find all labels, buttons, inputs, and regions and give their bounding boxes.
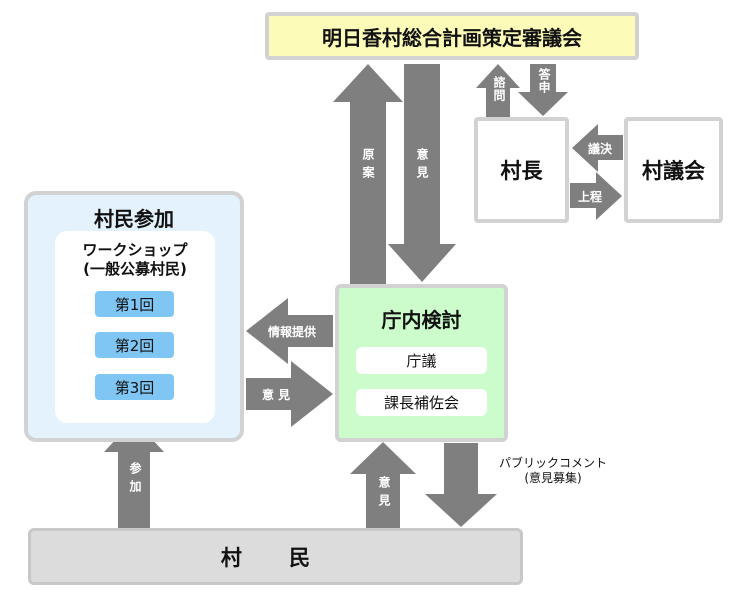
inquiry-arrow: [476, 64, 520, 117]
public-comment-label-line1: パブリックコメント: [498, 456, 607, 470]
planning-council-label: 明日香村総合計画策定審議会: [322, 25, 582, 50]
mayor-box: 村長: [474, 117, 569, 223]
village-assembly-label: 村議会: [642, 159, 705, 183]
internal-review-item-2: 課長補佐会: [356, 389, 487, 416]
workshop-session-2: 第2回: [95, 332, 174, 358]
mayor-label: 村長: [500, 159, 543, 183]
submission-arrow-label: 上程: [578, 190, 603, 204]
workshop-title-line2: (一般公募村民): [83, 260, 187, 278]
workshop-panel: ワークショップ (一般公募村民) 第1回 第2回 第3回: [55, 231, 215, 423]
public-comment-label: パブリックコメント (意見募集): [488, 456, 618, 486]
opinion-up-arrow-label: 意見: [377, 476, 391, 512]
opinion-down-arrow-label: 意見: [415, 148, 429, 184]
workshop-session-1: 第1回: [95, 291, 174, 317]
resolution-arrow-label: 議決: [588, 142, 613, 156]
villagers-box: 村 民: [28, 528, 523, 585]
citizen-participation-title: 村民参加: [94, 207, 174, 231]
workshop-session-3: 第3回: [95, 374, 174, 400]
resolution-arrow: [572, 124, 623, 172]
opinion-down-arrow: [388, 64, 456, 282]
workshop-title: ワークショップ (一般公募村民): [55, 241, 215, 279]
village-assembly-box: 村議会: [624, 117, 723, 223]
participation-arrow-label: 参加: [128, 462, 142, 498]
opinion-right-arrow: [246, 361, 333, 427]
report-arrow: [518, 64, 568, 116]
opinion-right-arrow-label: 意 見: [262, 388, 291, 402]
public-comment-arrow: [425, 443, 497, 527]
info-provision-arrow: [246, 298, 333, 364]
internal-review-item-1: 庁議: [356, 347, 487, 374]
submission-arrow: [570, 172, 622, 220]
participation-arrow: [104, 420, 164, 528]
villagers-label: 村 民: [220, 545, 331, 570]
public-comment-label-line2: (意見募集): [524, 471, 582, 485]
internal-review-box: 庁内検討 庁議 課長補佐会: [335, 284, 508, 442]
internal-review-title: 庁内検討: [381, 308, 462, 332]
planning-council-box: 明日香村総合計画策定審議会: [265, 12, 639, 60]
draft-arrow: [333, 64, 403, 284]
draft-arrow-label: 原案: [361, 148, 375, 184]
opinion-up-arrow: [350, 442, 416, 528]
workshop-title-line1: ワークショップ: [82, 241, 188, 259]
info-provision-arrow-label: 情報提供: [268, 325, 317, 339]
citizen-participation-box: 村民参加 ワークショップ (一般公募村民) 第1回 第2回 第3回: [24, 191, 244, 442]
report-arrow-label: 答申: [537, 68, 551, 94]
inquiry-arrow-label: 諮問: [492, 76, 506, 102]
